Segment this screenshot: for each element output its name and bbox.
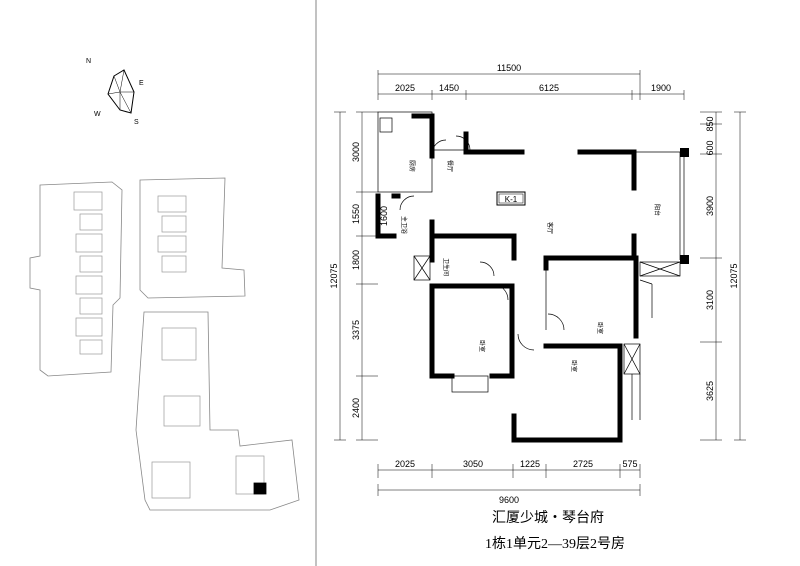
dim-bottom: 3050	[463, 459, 483, 469]
dim-bottom-total: 9600	[499, 495, 519, 505]
dim-bottom: 575	[622, 459, 637, 469]
room-balcony: 阳台	[653, 204, 661, 216]
room-bath: 卫生间	[442, 258, 450, 276]
dim-left: 2400	[351, 398, 361, 418]
caption: 汇厦少城・琴台府 1栋1单元2—39层2号房	[485, 510, 625, 552]
room-dining: 餐厅	[446, 160, 454, 172]
compass-north-label: N	[86, 58, 91, 65]
column-posts	[680, 148, 689, 264]
site-plan	[29, 177, 300, 511]
dim-bottom: 1225	[520, 459, 540, 469]
room-kitchen: 厨房	[408, 160, 416, 172]
room-master-bath: 主卫浴	[400, 216, 408, 234]
thick-walls	[375, 113, 639, 443]
dim-bottom: 2025	[395, 459, 415, 469]
compass-west-label: W	[94, 111, 101, 118]
dim-bottom: 2725	[573, 459, 593, 469]
dim-right-total: 12075	[729, 263, 739, 288]
compass-south-label: S	[134, 119, 139, 126]
dim-left-total: 12075	[329, 263, 339, 288]
room-bedroom-main: 卧室	[478, 340, 486, 352]
dim-left: 3375	[351, 320, 361, 340]
compass-icon: N E S W	[86, 58, 144, 126]
dim-top: 1900	[651, 83, 671, 93]
dimension-labels: 11500 2025 1450 6125 1900 2025 3050 1225…	[329, 63, 739, 505]
dim-top: 6125	[539, 83, 559, 93]
dimension-lines	[334, 70, 746, 496]
highlighted-building	[253, 482, 267, 495]
dim-right: 3900	[705, 196, 715, 216]
caption-project-name: 汇厦少城・琴台府	[492, 510, 604, 526]
inner-dimension: 1600	[379, 206, 389, 226]
dim-right: 600	[705, 140, 715, 155]
unit-tag-label: K-1	[505, 195, 518, 204]
room-labels: 厨房 餐厅 客厅 阳台 主卫浴 卫生间 卧室 卧室 卧室 1600	[379, 160, 661, 372]
room-bedroom-second: 卧室	[596, 322, 604, 334]
dim-left: 3000	[351, 142, 361, 162]
caption-unit-info: 1栋1单元2—39层2号房	[485, 535, 625, 552]
dim-top: 1450	[439, 83, 459, 93]
room-bedroom-third: 卧室	[570, 360, 578, 372]
dim-right: 3625	[705, 381, 715, 401]
unit-tag: K-1	[496, 191, 526, 206]
dim-right: 850	[705, 116, 715, 131]
dim-left: 1800	[351, 250, 361, 270]
dim-top: 2025	[395, 83, 415, 93]
dim-top-total: 11500	[497, 63, 521, 73]
thin-walls	[377, 111, 685, 420]
dim-left: 1550	[351, 204, 361, 224]
room-living: 客厅	[546, 222, 554, 234]
compass-east-label: E	[139, 80, 144, 87]
dim-right: 3100	[705, 290, 715, 310]
